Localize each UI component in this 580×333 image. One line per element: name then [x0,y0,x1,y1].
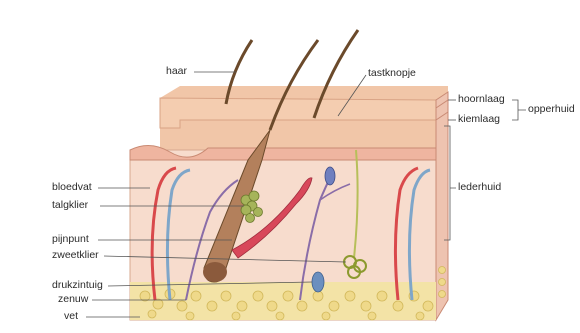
label-tastknopje: tastknopje [368,67,416,79]
label-talgklier: talgklier [52,199,88,211]
label-zweetklier: zweetklier [52,249,99,261]
label-drukzintuig: drukzintuig [52,279,103,291]
label-zenuw: zenuw [58,293,88,305]
label-vet: vet [64,310,78,322]
bracket-opperhuid [512,100,526,120]
label-pijnpunt: pijnpunt [52,233,89,245]
pressure-receptor [312,272,324,292]
label-lederhuid: lederhuid [458,181,501,193]
label-opperhuid: opperhuid [528,103,575,115]
label-bloedvat: bloedvat [52,181,92,193]
hair-bulb [203,262,227,282]
label-hoornlaag: hoornlaag [458,93,505,105]
label-haar: haar [166,65,187,77]
side-fat-cells [439,267,446,298]
tastknopje-receptor [325,167,335,185]
label-kiemlaag: kiemlaag [458,113,500,125]
